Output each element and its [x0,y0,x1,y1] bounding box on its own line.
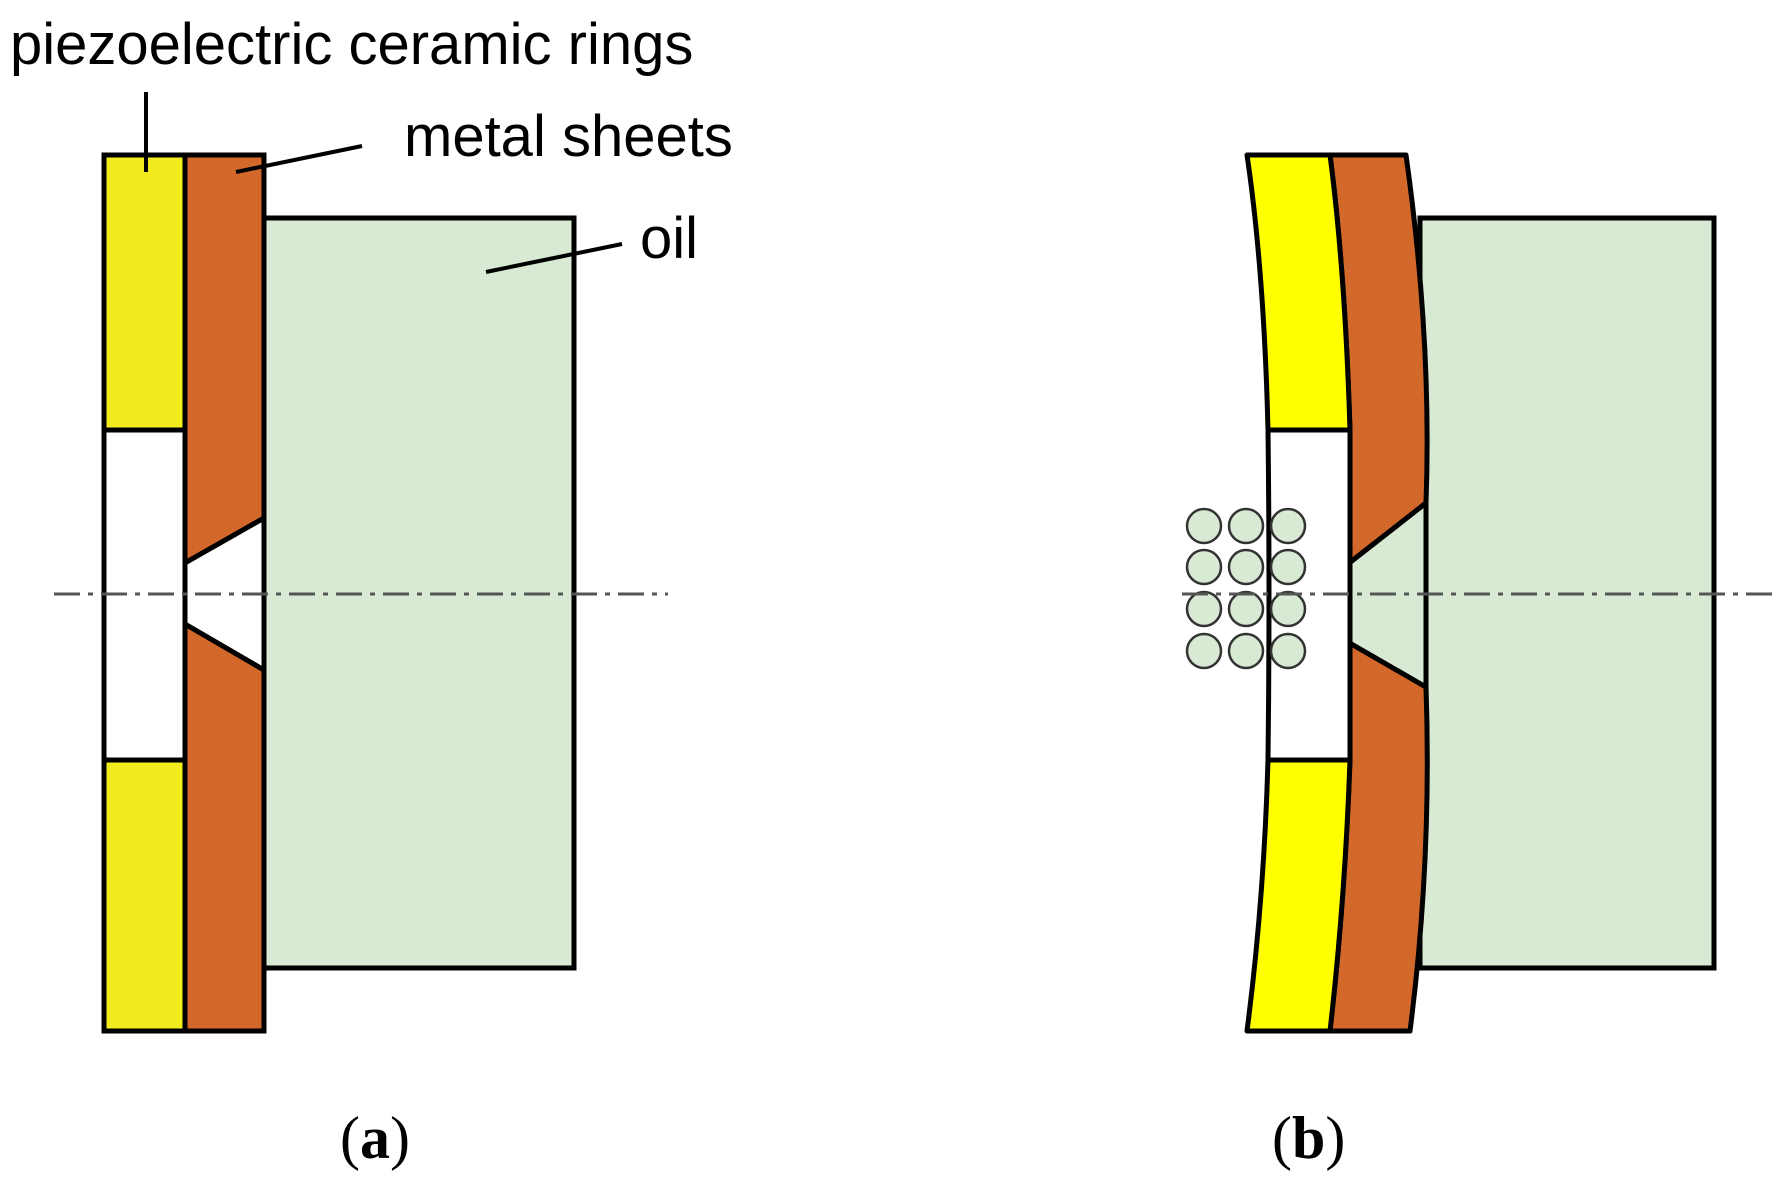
caption-b-letter: b [1292,1105,1325,1171]
leader-oil [485,242,623,274]
piezo-ring-upper-b [1244,152,1353,433]
droplet [1185,507,1223,545]
caption-b: (b) [1272,1105,1345,1171]
label-metal-sheets: metal sheets [404,104,733,169]
label-oil: oil [640,206,698,271]
piezo-ring-lower-b [1244,757,1353,1034]
caption-a-open: ( [340,1105,360,1171]
droplet [1185,590,1223,628]
droplet [1227,632,1265,670]
caption-b-close: ) [1325,1105,1345,1171]
panel-b: (b) [1182,152,1780,1171]
droplets [1185,507,1307,670]
piezo-ring-upper-a [101,152,188,433]
droplet [1227,548,1265,586]
droplet [1269,632,1307,670]
caption-a-letter: a [360,1105,390,1171]
panel-a: piezoelectric ceramic rings metal sheets… [10,12,733,1171]
droplet [1269,507,1307,545]
droplet [1269,590,1307,628]
caption-a-close: ) [390,1105,410,1171]
leader-metal [235,144,363,174]
droplet [1227,590,1265,628]
caption-b-open: ( [1272,1105,1292,1171]
droplet [1185,632,1223,670]
caption-a: (a) [340,1105,410,1171]
droplet [1227,507,1265,545]
piezo-ring-lower-a [101,757,188,1034]
droplet [1269,548,1307,586]
droplet [1185,548,1223,586]
label-piezoelectric-ceramic-rings: piezoelectric ceramic rings [10,12,693,77]
